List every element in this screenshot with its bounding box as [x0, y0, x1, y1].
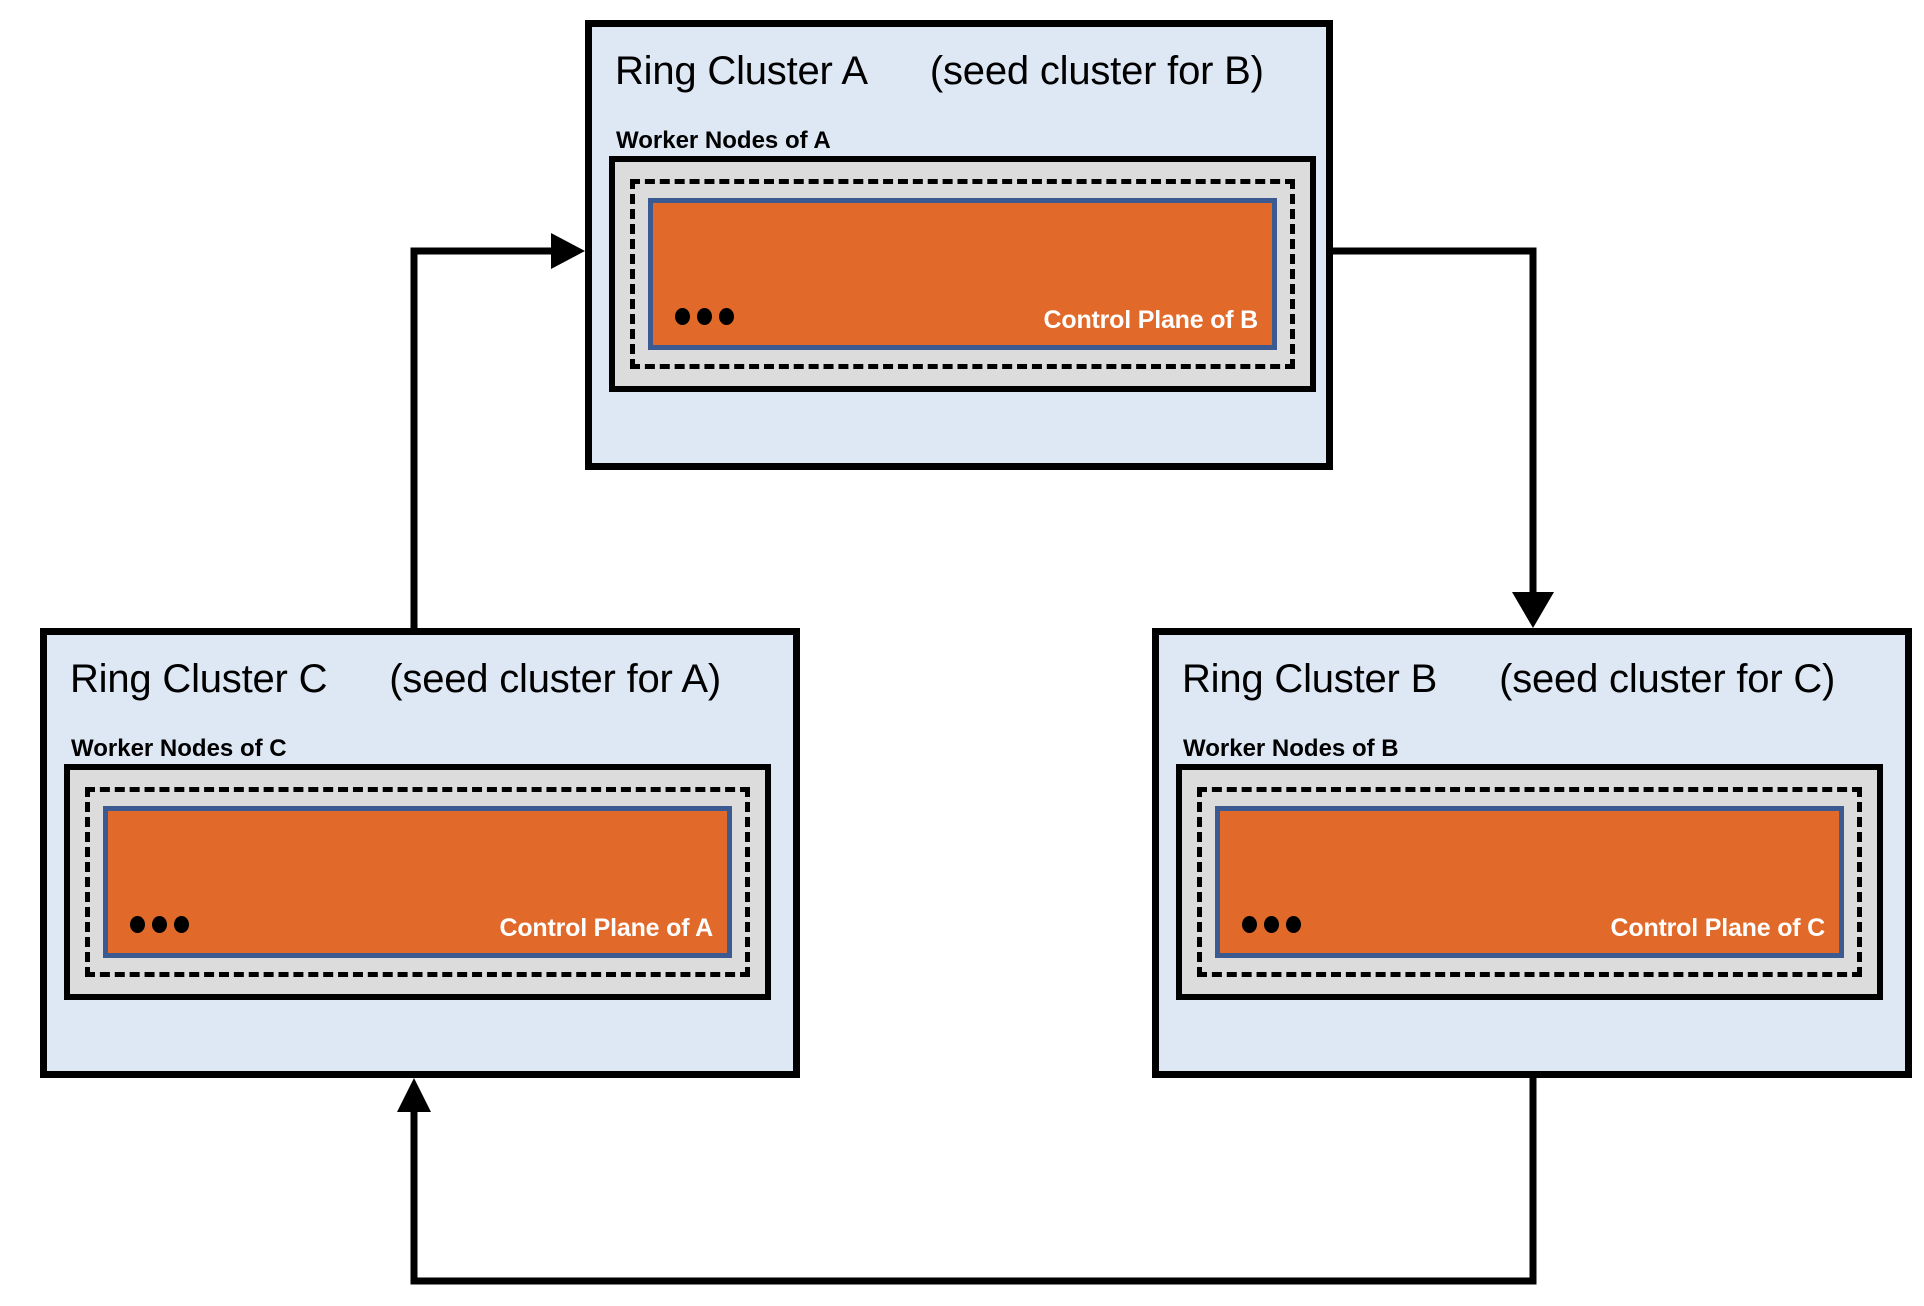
- ring-cluster-c[interactable]: Ring Cluster C (seed cluster for A) Worke…: [40, 628, 800, 1078]
- cluster-c-title: Ring Cluster C (seed cluster for A): [70, 657, 721, 702]
- cluster-c-control-plane-label: Control Plane of A: [499, 914, 713, 942]
- cluster-c-dashed-frame: Control Plane of A: [85, 787, 750, 977]
- cluster-b-title: Ring Cluster B (seed cluster for C): [1182, 657, 1835, 702]
- arrow-a-to-b: [1332, 247, 1554, 628]
- cluster-a-ellipsis-icon: [675, 308, 734, 325]
- arrow-b-to-c: [397, 1078, 1537, 1285]
- cluster-a-dashed-frame: Control Plane of B: [630, 179, 1295, 369]
- cluster-b-worker-box[interactable]: Control Plane of C: [1176, 764, 1883, 1000]
- cluster-c-title-text: Ring Cluster C: [70, 657, 328, 701]
- cluster-c-control-plane-box[interactable]: Control Plane of A: [103, 806, 732, 958]
- cluster-c-worker-box[interactable]: Control Plane of A: [64, 764, 771, 1000]
- cluster-b-ellipsis-icon: [1242, 916, 1301, 933]
- cluster-a-seed-note: (seed cluster for B): [929, 49, 1264, 93]
- cluster-b-seed-note: (seed cluster for C): [1499, 657, 1836, 701]
- cluster-b-control-plane-label: Control Plane of C: [1610, 914, 1826, 942]
- cluster-b-control-plane-box[interactable]: Control Plane of C: [1215, 806, 1844, 958]
- cluster-a-worker-label: Worker Nodes of A: [616, 127, 831, 154]
- cluster-a-control-plane-box[interactable]: Control Plane of B: [648, 198, 1277, 350]
- cluster-c-seed-note: (seed cluster for A): [389, 657, 721, 701]
- cluster-b-worker-label: Worker Nodes of B: [1183, 735, 1399, 762]
- arrow-c-to-a: [410, 233, 585, 640]
- ring-cluster-b[interactable]: Ring Cluster B (seed cluster for C) Worke…: [1152, 628, 1912, 1078]
- cluster-b-title-text: Ring Cluster B: [1182, 657, 1438, 701]
- cluster-a-title-text: Ring Cluster A: [615, 49, 868, 93]
- cluster-a-control-plane-label: Control Plane of B: [1043, 306, 1259, 334]
- cluster-b-dashed-frame: Control Plane of C: [1197, 787, 1862, 977]
- cluster-c-worker-label: Worker Nodes of C: [71, 735, 287, 762]
- ring-cluster-a[interactable]: Ring Cluster A (seed cluster for B) Worke…: [585, 20, 1333, 470]
- cluster-c-ellipsis-icon: [130, 916, 189, 933]
- cluster-a-title: Ring Cluster A (seed cluster for B): [615, 49, 1264, 94]
- cluster-a-worker-box[interactable]: Control Plane of B: [609, 156, 1316, 392]
